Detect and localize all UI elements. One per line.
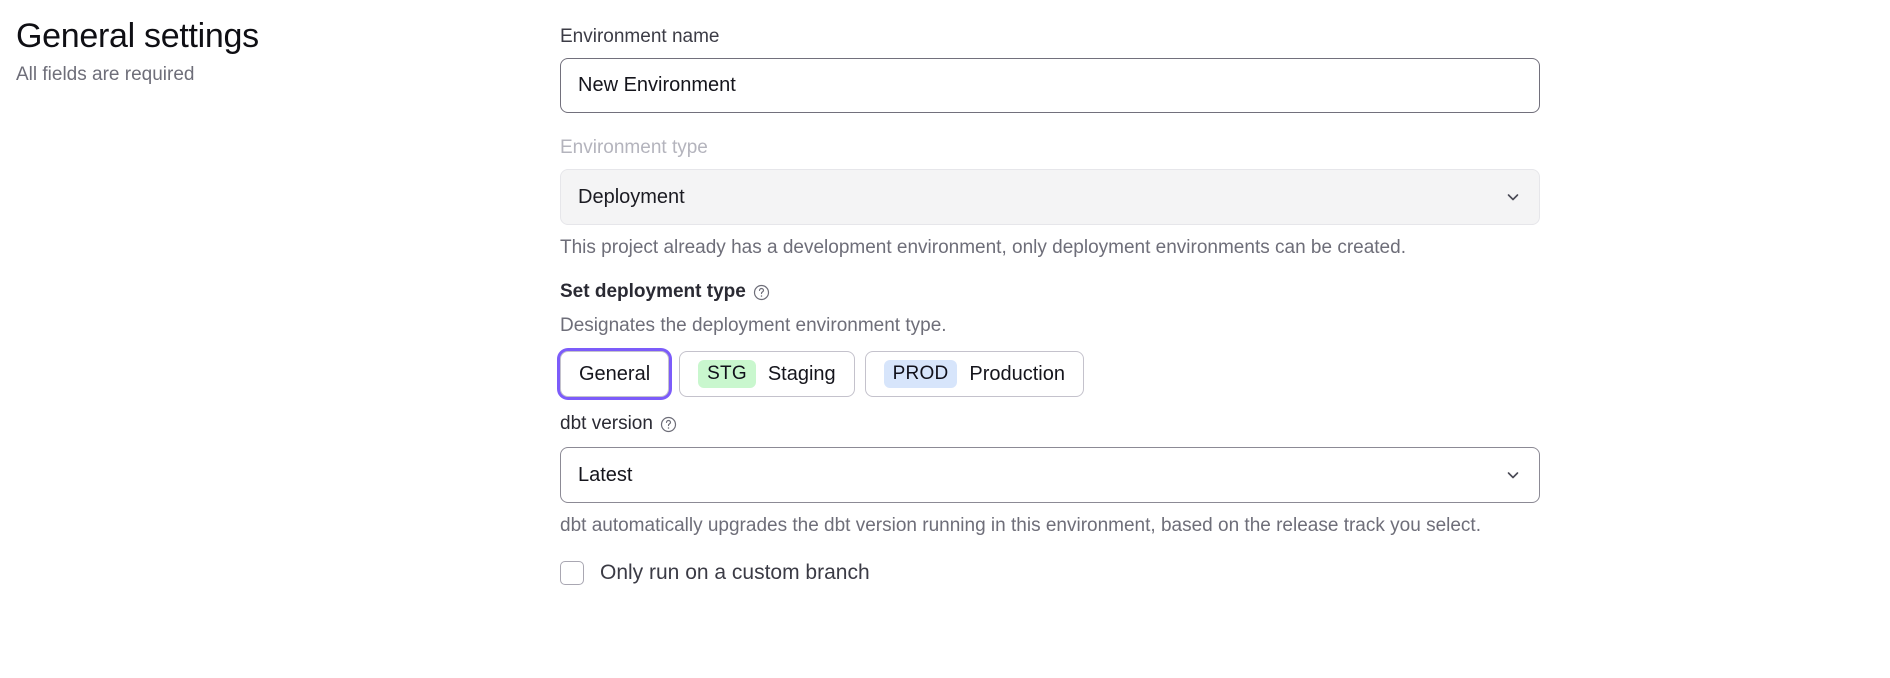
deployment-type-label: Set deployment type	[560, 281, 746, 302]
settings-form: Environment name New Environment Environ…	[560, 24, 1860, 585]
chevron-down-icon	[1505, 467, 1521, 483]
deployment-type-description: Designates the deployment environment ty…	[560, 315, 947, 336]
deployment-type-option-production[interactable]: PROD Production	[864, 351, 1084, 397]
dbt-version-label-row: dbt version	[560, 411, 1860, 437]
help-circle-icon[interactable]	[753, 284, 770, 301]
help-circle-icon[interactable]	[660, 416, 677, 433]
custom-branch-checkbox[interactable]	[560, 561, 584, 585]
deployment-type-option-general-label: General	[579, 362, 651, 385]
chevron-down-icon	[1505, 189, 1521, 205]
deployment-type-option-general[interactable]: General	[560, 351, 670, 397]
dbt-version-note: dbt automatically upgrades the dbt versi…	[560, 515, 1481, 536]
environment-name-label: Environment name	[560, 26, 720, 47]
staging-badge: STG	[698, 360, 756, 388]
custom-branch-label: Only run on a custom branch	[600, 561, 870, 584]
page-subtitle: All fields are required	[16, 64, 195, 85]
dbt-version-select[interactable]: Latest	[560, 447, 1540, 503]
custom-branch-row[interactable]: Only run on a custom branch	[560, 561, 1860, 585]
deployment-type-option-production-label: Production	[969, 362, 1065, 385]
dbt-version-value: Latest	[578, 463, 633, 486]
deployment-type-field-group: Set deployment type Designates the deplo…	[560, 279, 1860, 397]
environment-name-value: New Environment	[578, 74, 736, 96]
deployment-type-option-staging[interactable]: STG Staging	[679, 351, 855, 397]
environment-type-field-group: Environment type Deployment This project…	[560, 135, 1860, 261]
dbt-version-label: dbt version	[560, 413, 653, 434]
environment-name-field-group: Environment name New Environment	[560, 24, 1860, 113]
environment-type-note: This project already has a development e…	[560, 237, 1406, 258]
dbt-version-field-group: dbt version Latest dbt automatica	[560, 411, 1860, 539]
production-badge: PROD	[883, 360, 958, 388]
deployment-type-options: General STG Staging PROD Production	[560, 351, 1860, 397]
environment-type-label: Environment type	[560, 137, 708, 158]
environment-type-select[interactable]: Deployment	[560, 169, 1540, 225]
environment-type-value: Deployment	[578, 185, 685, 208]
page-title: General settings	[16, 17, 259, 55]
environment-name-input[interactable]: New Environment	[560, 58, 1540, 113]
deployment-type-label-row: Set deployment type	[560, 279, 1860, 305]
settings-header: General settings All fields are required	[16, 14, 516, 88]
deployment-type-option-staging-label: Staging	[767, 362, 836, 385]
